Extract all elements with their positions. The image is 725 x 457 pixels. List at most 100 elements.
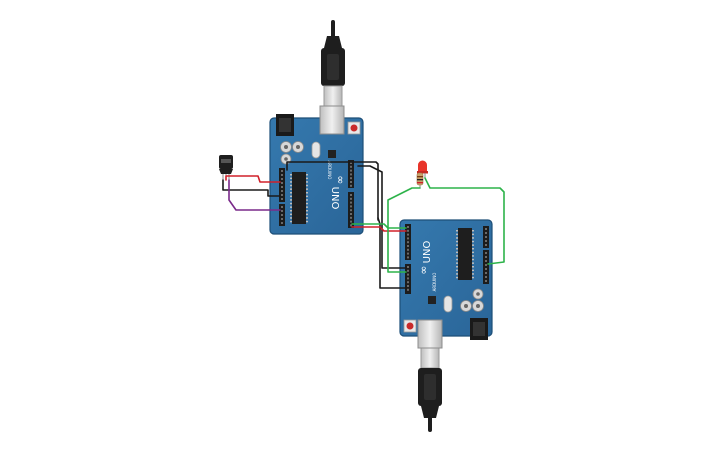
pin bbox=[281, 190, 283, 192]
pin bbox=[472, 230, 474, 232]
resistor[interactable] bbox=[416, 172, 424, 188]
pin bbox=[290, 210, 292, 212]
wire-sensor-signal[interactable] bbox=[228, 179, 281, 211]
pin bbox=[456, 255, 458, 257]
board-brand-label-top: ARDUINO bbox=[327, 161, 332, 180]
pin bbox=[281, 206, 283, 208]
pin bbox=[472, 248, 474, 250]
pin bbox=[281, 170, 283, 172]
pin bbox=[350, 201, 352, 204]
header-pins-bottom bbox=[407, 226, 487, 291]
pin bbox=[485, 276, 487, 278]
usb-chip-bottom bbox=[428, 296, 436, 304]
arduino-uno-board-top[interactable]: UNO ∞ ARDUINO bbox=[269, 105, 364, 235]
usb-cable-bottom[interactable] bbox=[418, 343, 442, 432]
wire-serial-green[interactable] bbox=[351, 223, 407, 229]
pin bbox=[290, 174, 292, 176]
wire-gnd-link-2[interactable] bbox=[357, 165, 407, 269]
pin bbox=[350, 194, 352, 196]
pin bbox=[407, 245, 409, 247]
pin bbox=[456, 251, 458, 254]
pin bbox=[407, 226, 409, 228]
pin bbox=[281, 186, 283, 188]
wire-gnd-link[interactable] bbox=[377, 217, 407, 289]
wire-led-anode[interactable] bbox=[387, 187, 421, 273]
pin bbox=[350, 205, 352, 208]
pin bbox=[407, 281, 409, 284]
pin bbox=[290, 188, 292, 190]
pin bbox=[281, 174, 283, 176]
power-header-bottom bbox=[483, 250, 489, 284]
pin bbox=[350, 184, 352, 187]
board-logo-top: ∞ bbox=[334, 175, 347, 184]
pin bbox=[350, 213, 352, 215]
pin bbox=[290, 195, 292, 198]
pin bbox=[281, 218, 283, 220]
usb-socket-bottom bbox=[417, 319, 443, 349]
pin bbox=[306, 210, 308, 212]
pin bbox=[281, 194, 283, 196]
pin bbox=[290, 206, 292, 208]
pin bbox=[350, 169, 352, 172]
wire-sensor-gnd[interactable] bbox=[222, 179, 281, 197]
pin bbox=[456, 269, 458, 272]
pin bbox=[407, 266, 409, 268]
wire-serial-red[interactable] bbox=[351, 226, 407, 232]
pin bbox=[306, 184, 308, 187]
pin bbox=[472, 233, 474, 236]
arduino-uno-board-bottom[interactable]: UNO ∞ ARDUINO bbox=[399, 219, 493, 349]
pin bbox=[456, 237, 458, 239]
pin bbox=[456, 276, 458, 279]
pin bbox=[472, 237, 474, 239]
pin bbox=[290, 199, 292, 201]
pin bbox=[281, 198, 283, 200]
pin bbox=[407, 248, 409, 251]
pin bbox=[472, 266, 474, 268]
pin bbox=[290, 181, 292, 183]
pin bbox=[472, 262, 474, 264]
pin bbox=[306, 174, 308, 176]
pin bbox=[472, 269, 474, 272]
pin bbox=[456, 273, 458, 275]
board-model-label-bottom: UNO bbox=[422, 241, 433, 264]
pin bbox=[472, 251, 474, 254]
pin bbox=[456, 248, 458, 250]
pin bbox=[407, 237, 409, 240]
chip-pins-top bbox=[290, 174, 308, 223]
pin bbox=[472, 276, 474, 279]
wire-led-cathode[interactable] bbox=[424, 177, 505, 265]
pin bbox=[290, 177, 292, 180]
pin bbox=[407, 256, 409, 259]
pin bbox=[290, 217, 292, 219]
usb-cable-top[interactable] bbox=[321, 20, 345, 109]
pin bbox=[306, 213, 308, 216]
pin bbox=[407, 277, 409, 280]
atmega-chip-top bbox=[292, 172, 306, 224]
wire-board-top-gnd[interactable] bbox=[286, 161, 379, 221]
pin bbox=[290, 202, 292, 205]
pin bbox=[350, 220, 352, 223]
pin bbox=[306, 199, 308, 201]
pin bbox=[290, 220, 292, 223]
tmp36-sensor-icon[interactable] bbox=[219, 155, 233, 180]
pin bbox=[350, 181, 352, 183]
pin bbox=[350, 162, 352, 164]
board-model-label-top: UNO bbox=[329, 187, 340, 210]
pin bbox=[456, 230, 458, 232]
wires bbox=[222, 161, 505, 289]
wire-sensor-vcc[interactable] bbox=[225, 175, 281, 183]
pin bbox=[306, 195, 308, 198]
pin bbox=[407, 285, 409, 287]
pin bbox=[407, 273, 409, 276]
pin bbox=[407, 252, 409, 255]
usb-chip-top bbox=[328, 150, 336, 158]
pin bbox=[350, 197, 352, 200]
pin bbox=[485, 268, 487, 270]
pin bbox=[350, 177, 352, 180]
pin bbox=[485, 280, 487, 282]
atmega-chip-bottom bbox=[458, 228, 472, 280]
pin bbox=[350, 173, 352, 176]
pin bbox=[350, 165, 352, 168]
